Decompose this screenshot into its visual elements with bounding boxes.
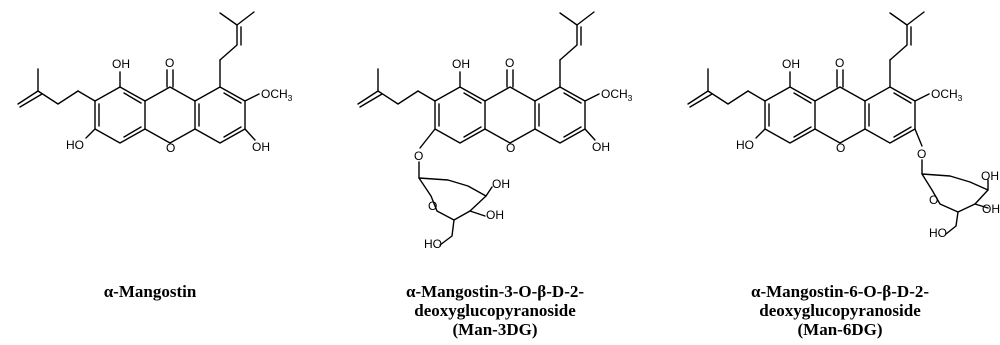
caption-line-1: α-Mangostin-3-O-β-D-2- bbox=[405, 282, 585, 301]
prenyl-chain-right bbox=[889, 11, 925, 61]
xanthone-core bbox=[77, 59, 260, 144]
atom-glycosidic-o: O bbox=[414, 149, 423, 163]
deoxyglucose-ring bbox=[418, 161, 493, 246]
atom-glycosidic-o: O bbox=[917, 147, 926, 161]
structure-man-3dg: OH O OCH3 O O OH O OH OH HO bbox=[357, 11, 633, 251]
prenyl-chain-right bbox=[219, 11, 255, 61]
atom-ketone-o: O bbox=[165, 56, 174, 70]
prenyl-chain-right bbox=[559, 11, 595, 61]
atom-sugar-oh-2: OH bbox=[982, 202, 1000, 216]
atom-ring-o: O bbox=[506, 141, 515, 155]
caption-line-3: (Man-6DG) bbox=[797, 320, 883, 339]
atom-oh-right: OH bbox=[592, 140, 610, 154]
xanthone-core bbox=[417, 59, 600, 149]
atom-sugar-oh-2: OH bbox=[486, 208, 504, 222]
atom-methoxy: OCH3 bbox=[601, 87, 633, 103]
atom-oh-right: OH bbox=[252, 140, 270, 154]
caption-man-6dg: α-Mangostin-6-O-β-D-2- deoxyglucopyranos… bbox=[690, 282, 990, 339]
atom-oh-top: OH bbox=[452, 57, 470, 71]
atom-oh-top: OH bbox=[112, 57, 130, 71]
caption-line-2: deoxyglucopyranoside bbox=[759, 301, 921, 320]
caption-man-3dg: α-Mangostin-3-O-β-D-2- deoxyglucopyranos… bbox=[345, 282, 645, 339]
atom-ring-o: O bbox=[836, 141, 845, 155]
atom-sugar-oh-1: OH bbox=[981, 169, 999, 183]
xanthone-core bbox=[747, 59, 930, 147]
prenyl-chain-left bbox=[687, 68, 749, 108]
atom-ho-left: HO bbox=[736, 138, 754, 152]
caption-line-2: deoxyglucopyranoside bbox=[414, 301, 576, 320]
caption-alpha-mangostin: α-Mangostin bbox=[40, 282, 260, 301]
structure-alpha-mangostin: OH O OCH3 HO O OH bbox=[17, 11, 293, 155]
caption-line-1: α-Mangostin-6-O-β-D-2- bbox=[750, 282, 930, 301]
deoxyglucose-ring bbox=[921, 159, 989, 235]
atom-sugar-ring-o: O bbox=[428, 199, 437, 213]
atom-methoxy: OCH3 bbox=[261, 87, 293, 103]
atom-sugar-oh-1: OH bbox=[492, 177, 510, 191]
prenyl-chain-left bbox=[17, 68, 79, 108]
atom-sugar-ring-o: O bbox=[929, 193, 938, 207]
atom-ketone-o: O bbox=[505, 56, 514, 70]
atom-sugar-ho: HO bbox=[424, 237, 442, 251]
atom-ho-left: HO bbox=[66, 138, 84, 152]
atom-ring-o: O bbox=[166, 141, 175, 155]
prenyl-chain-left bbox=[357, 68, 419, 108]
caption-line-1: α-Mangostin bbox=[103, 282, 197, 301]
structure-man-6dg: OH O OCH3 HO O O O OH OH HO bbox=[687, 11, 1000, 240]
atom-oh-top: OH bbox=[782, 57, 800, 71]
caption-line-3: (Man-3DG) bbox=[452, 320, 538, 339]
atom-ketone-o: O bbox=[835, 56, 844, 70]
atom-sugar-ho: HO bbox=[929, 226, 947, 240]
atom-methoxy: OCH3 bbox=[931, 87, 963, 103]
